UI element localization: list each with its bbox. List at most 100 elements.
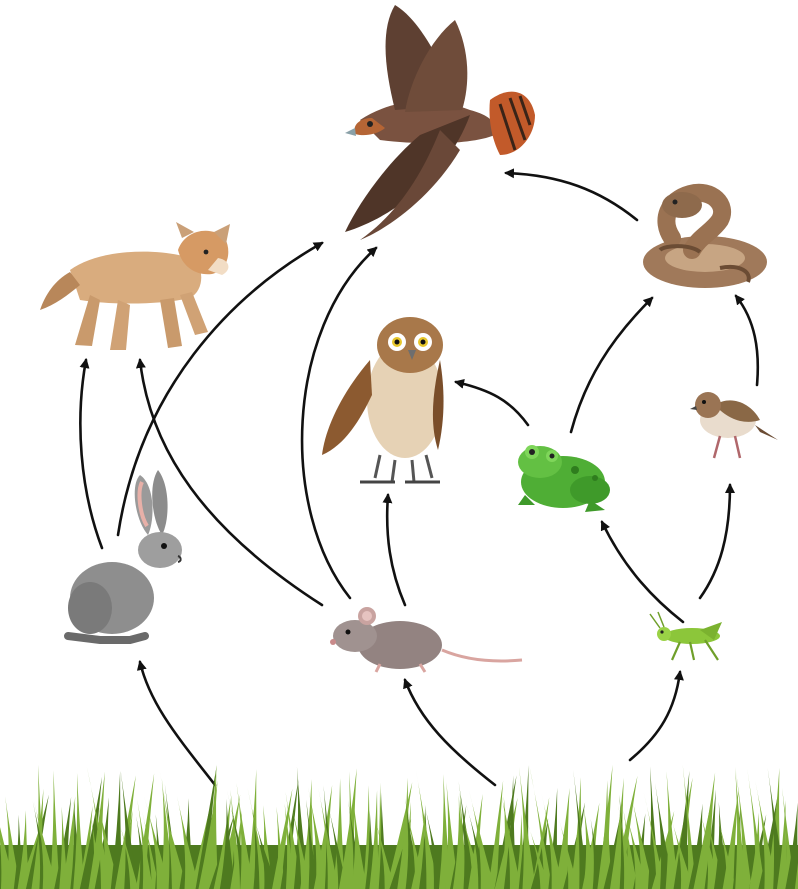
grass-blade (252, 809, 265, 889)
grass-blade (618, 805, 634, 889)
arrow-snake-to-hawk (504, 168, 639, 222)
grass-blade (458, 780, 478, 889)
grass-blade (693, 807, 710, 889)
grass-blade (405, 798, 422, 889)
grass-blade (351, 799, 368, 889)
grass-blade (682, 764, 697, 889)
rabbit-icon (64, 470, 182, 644)
grass-blade (423, 800, 446, 889)
grass-blade (735, 767, 747, 889)
grass-blade (415, 767, 438, 889)
grass-blade (318, 787, 339, 889)
grass-blade (79, 776, 103, 889)
grass-blade (573, 769, 589, 889)
grass-blade (785, 802, 798, 889)
arrow-frog-to-owl (454, 378, 530, 427)
grass-blade (369, 790, 380, 889)
grass-blade (162, 802, 188, 889)
grass-blade (226, 790, 252, 889)
grass-blade (219, 798, 236, 889)
mouse-icon (330, 607, 523, 673)
grass-blade (373, 813, 396, 889)
grass-blade (665, 771, 679, 889)
arrow-rabbit-to-hawk (116, 241, 324, 537)
grass-blade (767, 767, 788, 889)
grass-blade (117, 816, 139, 889)
coyote-icon (40, 222, 230, 350)
arrow-mouse-to-hawk (300, 246, 378, 600)
grass-blade (405, 805, 426, 889)
grass-blade (583, 805, 599, 889)
grass-blade (619, 794, 629, 889)
arrow-frog-to-snake (569, 296, 654, 434)
grass-blade (590, 818, 604, 889)
grass-blade (776, 800, 788, 889)
grass-blade (613, 775, 638, 889)
grass-blade (91, 817, 104, 889)
grass-blade (86, 766, 112, 889)
grass-blade (332, 778, 346, 889)
grass-blade (554, 787, 570, 889)
grass-blade (643, 792, 666, 889)
grass-blade (144, 796, 171, 889)
grass-blade (176, 795, 200, 889)
grass-blade (246, 769, 258, 889)
arrow-grass-to-mouse (403, 678, 497, 787)
grass-blade (142, 811, 160, 889)
owl-icon (322, 317, 444, 484)
grass-blade (32, 800, 54, 889)
grass-blade (195, 765, 217, 889)
arrow-grass-to-rabbit (136, 660, 217, 787)
arrows (79, 168, 760, 787)
hawk-icon (345, 5, 535, 240)
frog-icon (518, 445, 610, 512)
grass-blade (49, 770, 60, 889)
grass-blade (61, 796, 76, 889)
grass-blade (230, 789, 242, 889)
arrow-sparrow-to-snake (734, 294, 760, 387)
grass-blade (110, 771, 123, 889)
grass-blade (655, 782, 675, 889)
grass-blade (597, 780, 613, 889)
grass-blade (114, 775, 136, 889)
grass-blade (445, 782, 460, 889)
grass-blade (713, 801, 730, 889)
rattlesnake-icon (643, 183, 767, 288)
grass-blade (699, 810, 722, 889)
grass-blade (323, 785, 336, 889)
grass-blade (782, 787, 795, 889)
grass-blade (499, 784, 522, 889)
grass-blade (5, 796, 21, 889)
arrow-rabbit-to-coyote (79, 358, 104, 550)
grass-blade (531, 797, 550, 889)
grass-blade (285, 791, 303, 889)
grass-blade (137, 799, 154, 889)
arrow-mouse-to-owl (382, 493, 407, 607)
grass-blade (306, 799, 318, 889)
grass-blade (0, 827, 16, 889)
arrow-grass-to-grasshopper (628, 670, 684, 762)
grass-blade (272, 788, 293, 889)
arrow-grasshopper-to-frog (600, 520, 685, 624)
arrow-grasshopper-to-sparrow (698, 483, 735, 600)
grass-blade (73, 772, 85, 889)
grass-blade (673, 770, 690, 889)
grass-blade (623, 809, 639, 889)
grass-blade (276, 806, 286, 889)
grass-blade (284, 803, 296, 889)
grass-blade (755, 780, 779, 889)
grass-blade (465, 801, 491, 889)
grass-blade (630, 790, 654, 889)
grass-blade (735, 770, 752, 889)
grass-blade (541, 792, 564, 889)
grass-blade (160, 778, 177, 889)
grass-blade (488, 780, 504, 889)
grass-blade (25, 794, 49, 889)
grass-blade (671, 818, 694, 889)
grass-blade (458, 803, 485, 889)
grass-blade (203, 764, 219, 889)
arrow-mouse-to-coyote (135, 358, 324, 607)
grass-blade (468, 788, 496, 889)
